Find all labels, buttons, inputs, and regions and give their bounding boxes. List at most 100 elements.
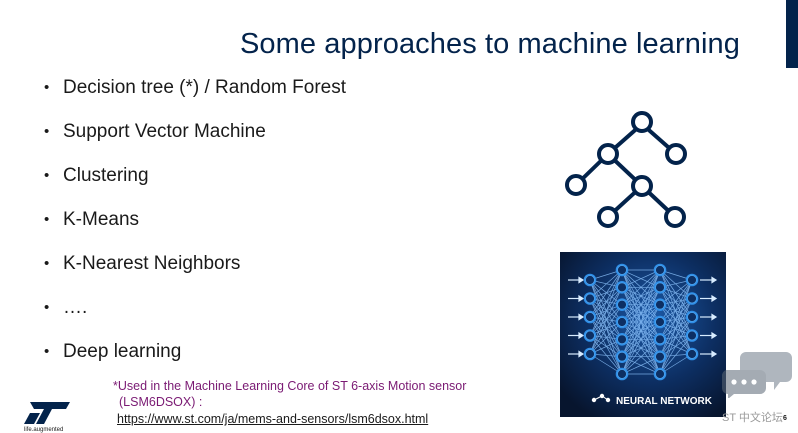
nn-connection <box>589 279 623 305</box>
bullet-dot: • <box>44 167 50 184</box>
nn-connection <box>621 287 661 375</box>
nn-connection <box>621 321 661 375</box>
bullet-item: •Deep learning <box>44 338 346 382</box>
nn-connection <box>621 356 661 375</box>
nn-node <box>615 263 629 277</box>
nn-connection <box>659 279 693 357</box>
nn-connection <box>659 269 693 318</box>
nn-node <box>615 298 629 311</box>
nn-connection <box>589 304 623 355</box>
nn-connection <box>589 316 623 340</box>
nn-connection <box>589 321 623 355</box>
footnote-line1: *Used in the Machine Learning Core of ST… <box>113 379 467 393</box>
nn-arrow <box>568 331 585 340</box>
nn-node <box>653 281 667 294</box>
bullet-dot: • <box>44 343 50 360</box>
bullet-list: • Decision tree (*) / Random Forest •Supp… <box>44 74 346 382</box>
nn-node <box>583 347 597 361</box>
bullet-text: K-Nearest Neighbors <box>63 253 241 274</box>
nn-connection <box>589 298 623 323</box>
nn-node <box>615 333 629 346</box>
nn-connection <box>659 304 693 336</box>
nn-node <box>583 310 597 324</box>
bullet-dot: • <box>44 123 50 140</box>
footnote-link[interactable]: https://www.st.com/ja/mems-and-sensors/l… <box>117 412 429 426</box>
nn-connection <box>589 269 623 318</box>
nn-connection <box>589 298 623 357</box>
nn-node <box>685 273 699 287</box>
nn-connection <box>589 298 623 375</box>
slide-title: Some approaches to machine learning <box>239 28 740 60</box>
forum-watermark: ST 中文论坛 <box>722 412 783 424</box>
nn-connection <box>589 279 623 340</box>
nn-connection <box>589 316 623 357</box>
bullet-item: • …. <box>44 294 346 338</box>
nn-connection <box>589 279 623 357</box>
nn-connection <box>621 269 661 357</box>
nn-connection <box>659 269 693 299</box>
nn-connection <box>659 304 693 355</box>
nn-node <box>653 315 667 329</box>
nn-connection <box>659 269 693 336</box>
nn-node <box>583 273 597 287</box>
nn-node <box>685 347 699 361</box>
bullet-dot: • <box>44 299 50 316</box>
nn-arrow <box>700 350 718 358</box>
title-accent-bar <box>786 0 798 68</box>
nn-connection <box>589 298 623 340</box>
nn-connection <box>589 335 623 375</box>
nn-connection <box>659 316 693 375</box>
nn-connection <box>589 269 623 336</box>
nn-connection <box>621 269 661 375</box>
nn-node <box>653 333 667 346</box>
nn-node <box>615 315 629 329</box>
nn-connection <box>659 279 693 340</box>
bullet-item: •Support Vector Machine <box>44 118 346 162</box>
nn-node <box>615 281 629 294</box>
bullet-dot: • <box>44 255 50 272</box>
nn-node <box>685 310 699 324</box>
bullet-item: • K-Means <box>44 206 346 250</box>
bullet-text: …. <box>63 297 88 318</box>
nn-connection <box>621 339 661 375</box>
nn-connection <box>589 269 623 299</box>
nn-arrow <box>700 313 718 321</box>
bullet-text: Decision tree (*) / Random Forest <box>63 77 346 98</box>
bullet-item: • Decision tree (*) / Random Forest <box>44 74 346 118</box>
nn-connection <box>621 269 661 288</box>
nn-node <box>685 292 699 305</box>
nn-node <box>653 298 667 311</box>
bullet-item: •Clustering <box>44 162 346 206</box>
st-logo: life.augmented <box>22 400 80 433</box>
nn-node <box>653 263 667 277</box>
nn-connection <box>659 321 693 355</box>
chat-bubbles-icon <box>722 352 792 398</box>
footnote-line2: (LSM6DSOX) : <box>119 395 203 409</box>
nn-arrow <box>700 294 718 303</box>
nn-connection <box>621 269 661 305</box>
nn-arrow <box>700 331 718 340</box>
nn-node <box>583 292 597 305</box>
nn-connection <box>659 287 693 355</box>
bullet-item: • K-Nearest Neighbors <box>44 250 346 294</box>
nn-connection <box>621 269 661 323</box>
nn-arrow <box>568 276 585 284</box>
nn-node <box>685 329 699 342</box>
bullet-dot: • <box>44 211 50 228</box>
nn-node <box>615 350 629 363</box>
nn-arrow <box>568 294 585 303</box>
nn-node <box>615 367 629 381</box>
nn-node <box>653 350 667 363</box>
bullet-text: K-Means <box>63 209 140 230</box>
nn-connection <box>659 279 693 323</box>
nn-connection <box>589 287 623 355</box>
st-logo-tagline: life.augmented <box>24 427 64 433</box>
bullet-dot: • <box>44 79 50 96</box>
st-logo-mark <box>24 402 70 424</box>
nn-arrow <box>568 313 585 321</box>
nn-connection <box>621 269 661 340</box>
footnote: *Used in the Machine Learning Core of ST… <box>113 378 466 427</box>
nn-connection <box>659 287 693 336</box>
nn-node <box>583 329 597 342</box>
